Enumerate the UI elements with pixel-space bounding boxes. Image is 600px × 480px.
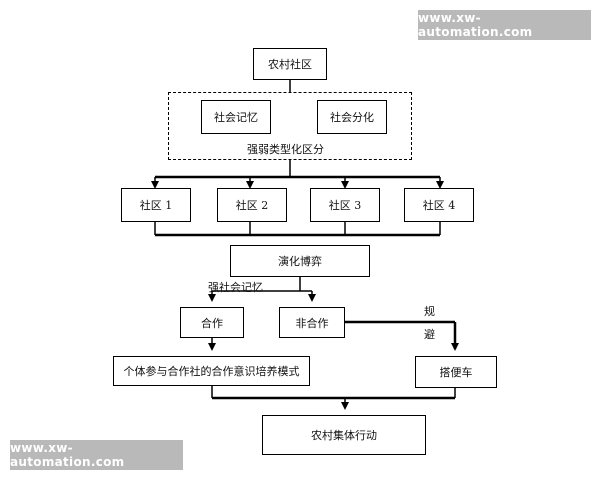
node-individual-model: 个体参与合作社的合作意识培养模式 [113, 356, 310, 386]
watermark-top: www.xw-automation.com [418, 10, 591, 40]
node-community-3-label: 社区 3 [328, 199, 362, 212]
evade-label-1: 规 [424, 305, 435, 318]
node-rural-community-label: 农村社区 [268, 58, 312, 71]
node-individual-model-label: 个体参与合作社的合作意识培养模式 [123, 365, 300, 378]
node-social-memory: 社会记忆 [201, 100, 271, 134]
classification-group [168, 92, 412, 160]
node-collective-action: 农村集体行动 [262, 415, 426, 455]
node-non-cooperate-label: 非合作 [295, 316, 329, 330]
evade-label-2: 避 [424, 328, 435, 341]
watermark-bottom: www.xw-automation.com [10, 440, 183, 470]
node-evolutionary-game: 演化博弈 [230, 245, 370, 277]
node-social-differentiation: 社会分化 [317, 100, 387, 134]
node-community-3: 社区 3 [310, 188, 380, 222]
node-social-differentiation-label: 社会分化 [330, 111, 374, 124]
node-collective-action-label: 农村集体行动 [311, 429, 377, 442]
node-rural-community: 农村社区 [253, 48, 327, 80]
node-free-rider-label: 搭便车 [439, 366, 473, 379]
node-social-memory-label: 社会记忆 [214, 111, 258, 124]
node-cooperate-label: 合作 [201, 316, 223, 330]
node-community-1: 社区 1 [121, 188, 191, 222]
node-community-2: 社区 2 [217, 188, 287, 222]
node-evolutionary-game-label: 演化博弈 [278, 255, 322, 268]
node-non-cooperate: 非合作 [279, 307, 345, 338]
node-community-4-label: 社区 4 [422, 199, 456, 212]
node-free-rider: 搭便车 [415, 356, 497, 388]
strong-memory-label: 强社会记忆 [208, 281, 263, 294]
node-community-4: 社区 4 [404, 188, 474, 222]
node-community-2-label: 社区 2 [235, 199, 269, 212]
node-cooperate: 合作 [180, 307, 244, 338]
node-community-1-label: 社区 1 [139, 199, 173, 212]
classification-caption: 强弱类型化区分 [247, 143, 324, 156]
